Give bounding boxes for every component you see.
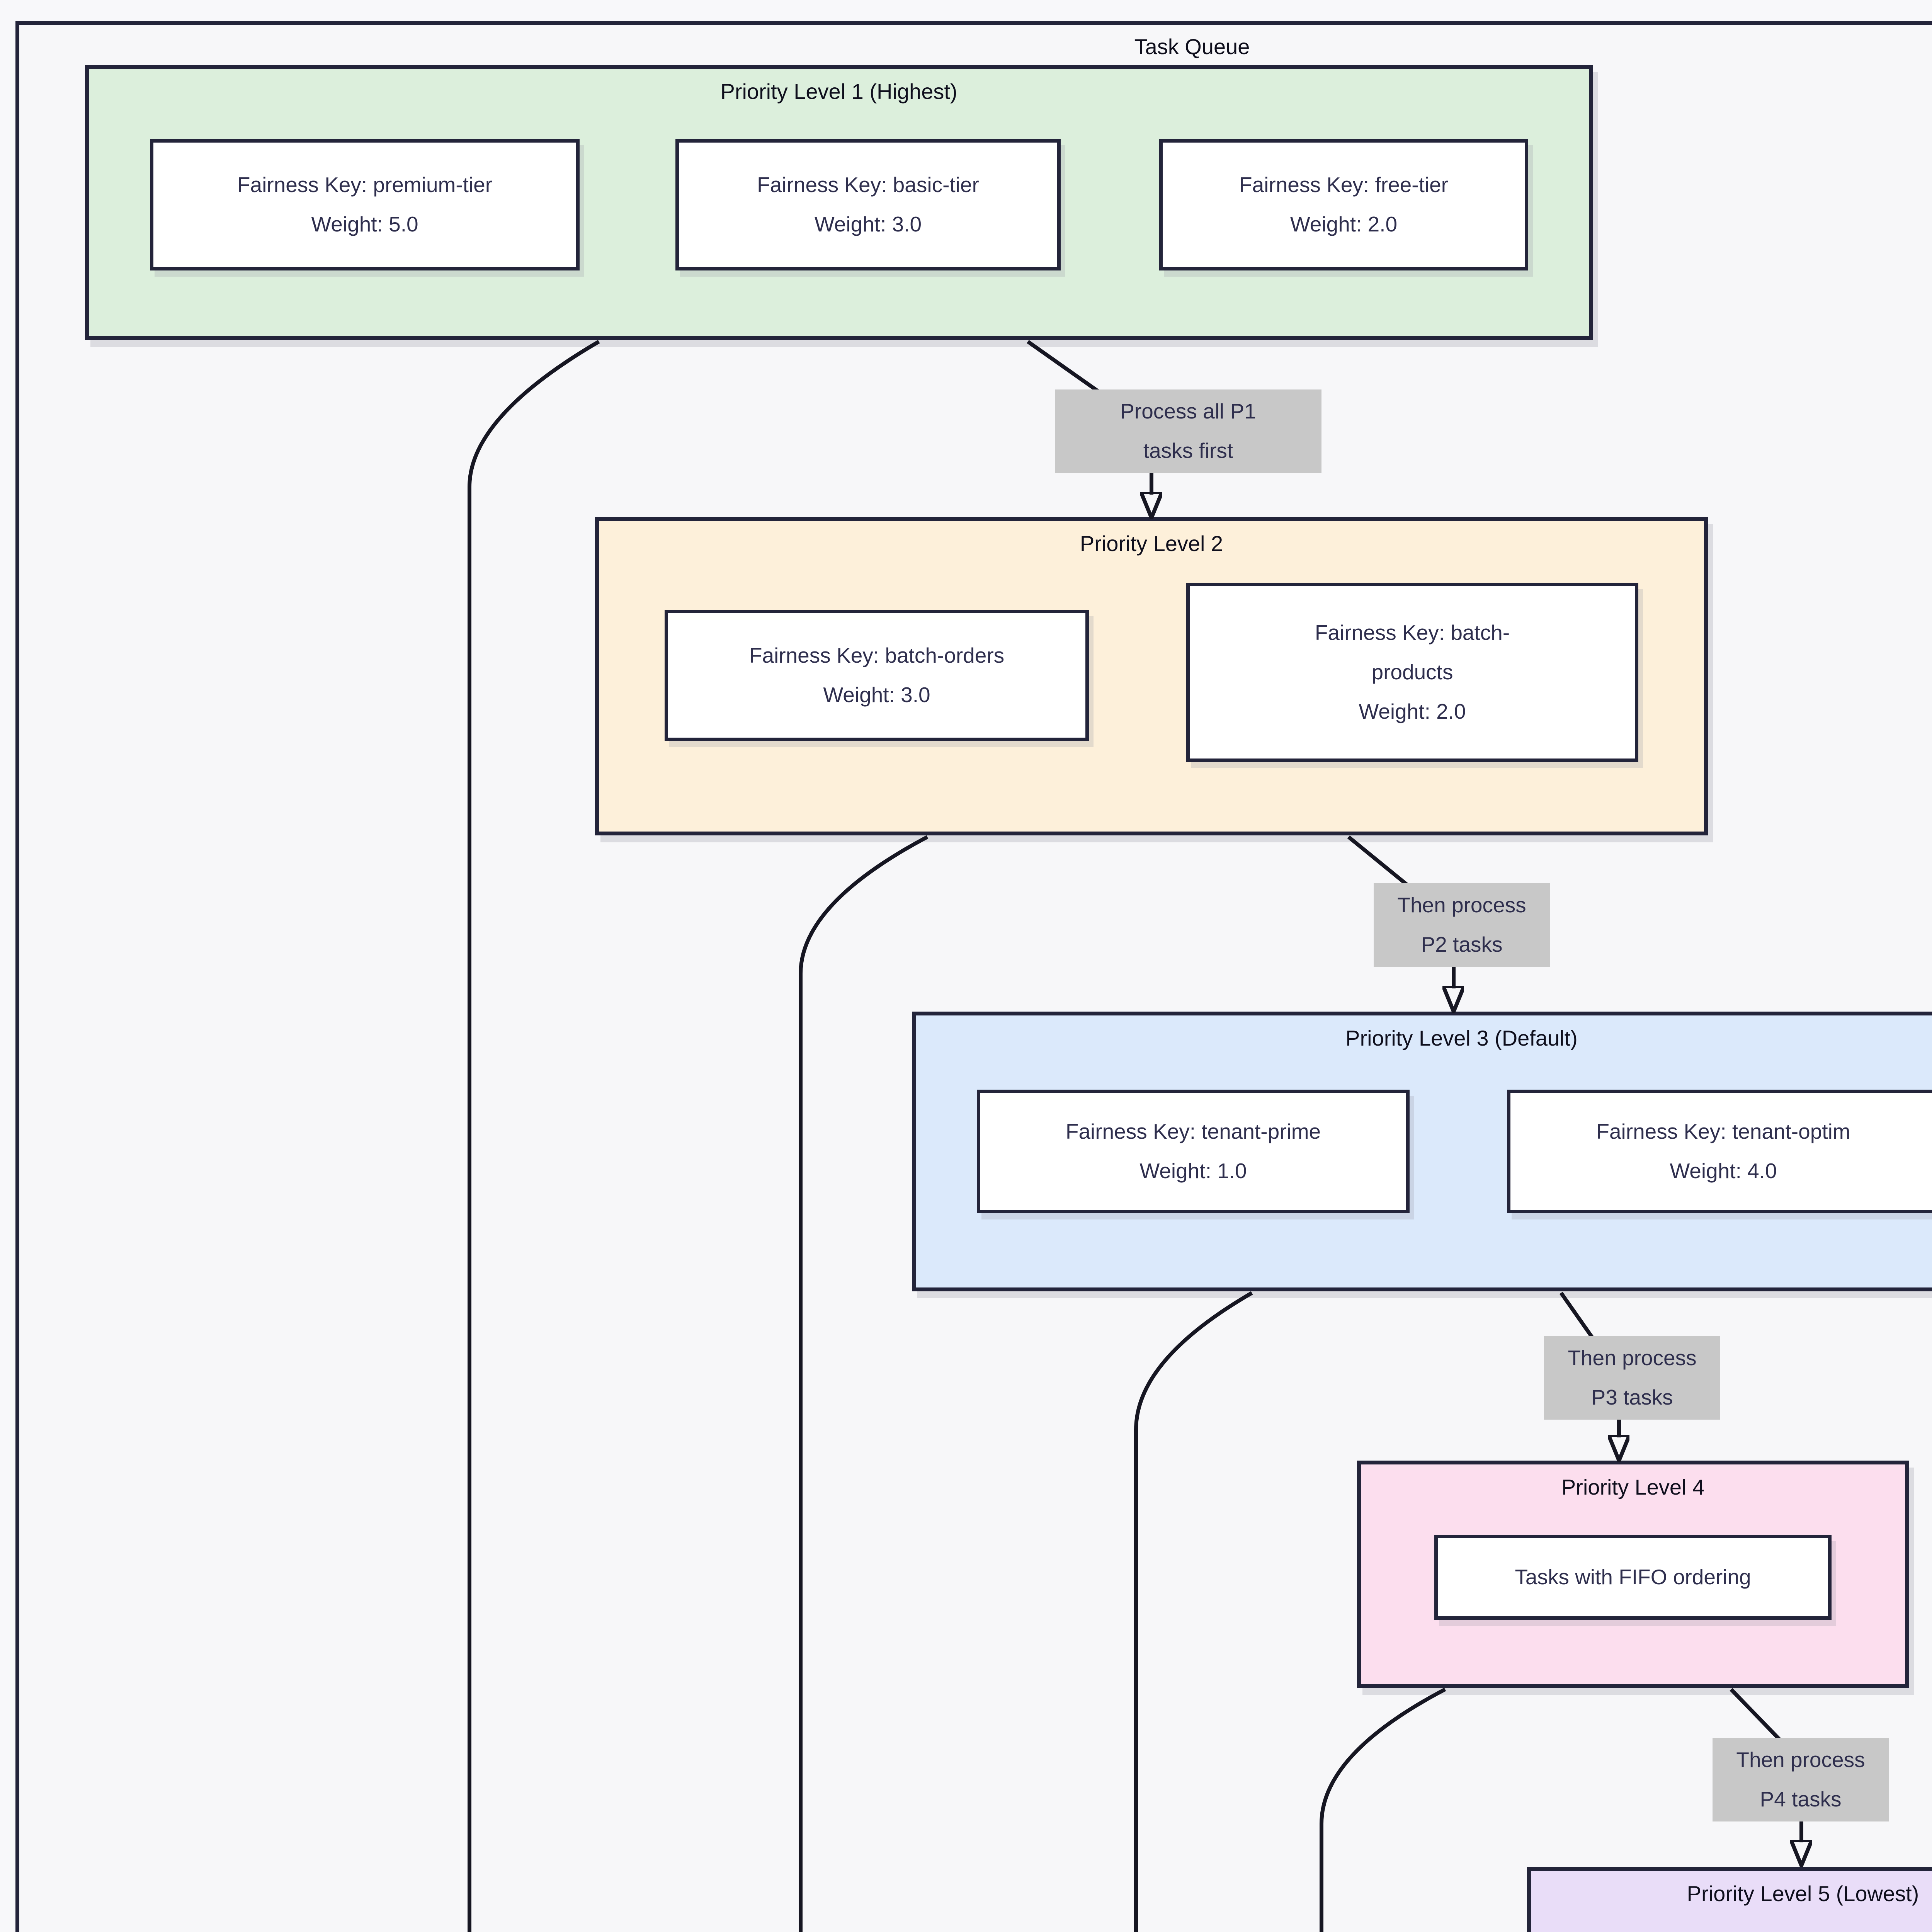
edge-p4-workers — [1320, 1687, 1446, 1932]
fairness-key-batch-orders: Fairness Key: batch-orders Weight: 3.0 — [665, 610, 1089, 741]
priority-level-5-title: Priority Level 5 (Lowest) — [1687, 1881, 1919, 1906]
fairness-key-label: Fairness Key: basic-tier — [757, 173, 979, 197]
fairness-key-label: Fairness Key: free-tier — [1239, 173, 1448, 197]
fairness-key-label: Fairness Key: premium-tier — [237, 173, 493, 197]
weight-label: Weight: 1.0 — [1139, 1159, 1247, 1183]
fairness-key-label: Fairness Key: tenant-optim — [1596, 1119, 1850, 1144]
priority-level-1-title: Priority Level 1 (Highest) — [720, 79, 957, 104]
priority-level-5-cluster: Priority Level 5 (Lowest) — [1527, 1867, 1932, 1932]
weight-label: Weight: 5.0 — [311, 212, 418, 236]
fairness-key-premium-tier: Fairness Key: premium-tier Weight: 5.0 — [150, 139, 580, 270]
fairness-key-batch-products: Fairness Key: batch-products Weight: 2.0 — [1186, 583, 1638, 762]
weight-label: Weight: 2.0 — [1290, 212, 1398, 236]
weight-label: Weight: 3.0 — [823, 683, 930, 707]
priority-level-3-title: Priority Level 3 (Default) — [1345, 1026, 1578, 1050]
fifo-node-p4: Tasks with FIFO ordering — [1434, 1535, 1832, 1620]
edge-label-process-all-p1: Process all P1 tasks first — [1055, 389, 1321, 473]
fairness-key-tenant-prime: Fairness Key: tenant-prime Weight: 1.0 — [977, 1090, 1410, 1213]
edge-label-then-process-p4: Then process P4 tasks — [1713, 1738, 1889, 1821]
priority-level-4-title: Priority Level 4 — [1561, 1475, 1705, 1499]
task-queue-title: Task Queue — [1134, 34, 1250, 59]
weight-label: Weight: 4.0 — [1670, 1159, 1777, 1183]
fairness-key-free-tier: Fairness Key: free-tier Weight: 2.0 — [1159, 139, 1528, 270]
priority-level-2-title: Priority Level 2 — [1080, 531, 1223, 556]
edge-label-then-process-p3: Then process P3 tasks — [1544, 1336, 1720, 1420]
fairness-key-tenant-optim: Fairness Key: tenant-optim Weight: 4.0 — [1507, 1090, 1932, 1213]
fairness-key-basic-tier: Fairness Key: basic-tier Weight: 3.0 — [675, 139, 1061, 270]
fairness-key-label: Fairness Key: batch-orders — [749, 643, 1005, 668]
fairness-key-label: Fairness Key: tenant-prime — [1065, 1119, 1321, 1144]
weight-label: Weight: 2.0 — [1359, 699, 1466, 723]
weight-label: Weight: 3.0 — [814, 212, 922, 236]
fairness-key-label: Fairness Key: batch-products — [1315, 621, 1510, 684]
edge-label-then-process-p2: Then process P2 tasks — [1374, 883, 1550, 967]
fifo-label: Tasks with FIFO ordering — [1515, 1565, 1751, 1589]
edge-p3-workers — [1134, 1291, 1253, 1932]
edge-p1-workers — [468, 340, 600, 1932]
edge-p2-workers — [799, 835, 929, 1932]
